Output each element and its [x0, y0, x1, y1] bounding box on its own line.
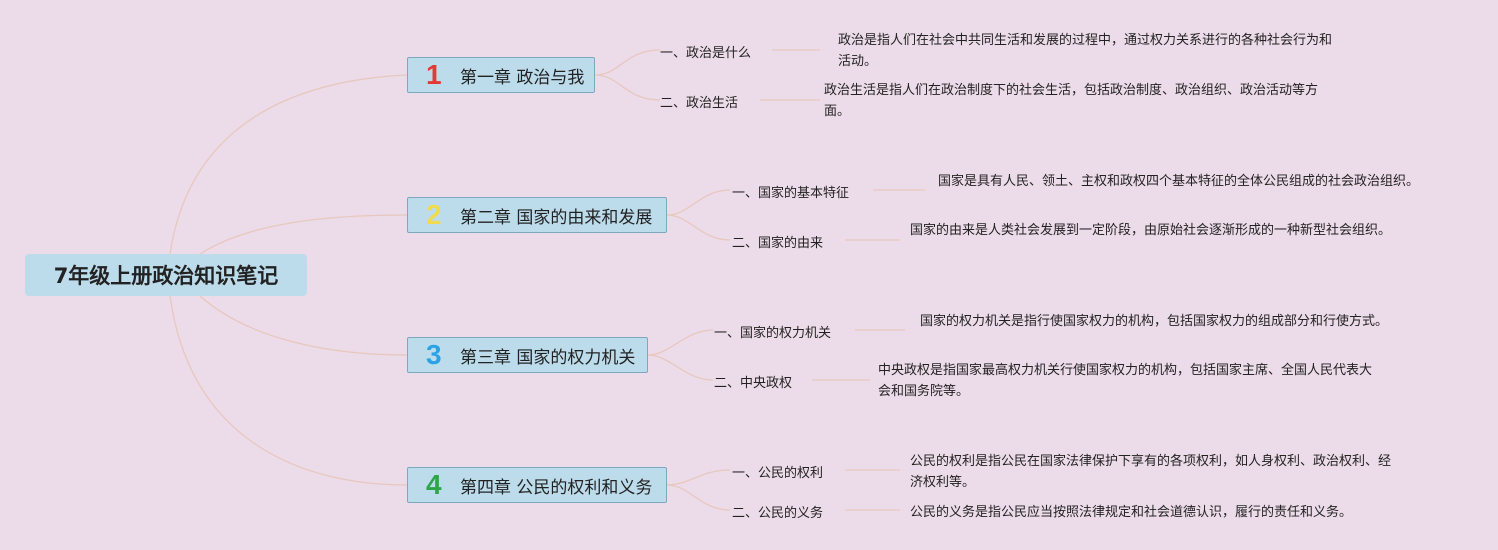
ch3-topic-2-desc: 中央政权是指国家最高权力机关行使国家权力的机构，包括国家主席、全国人民代表大会和…: [878, 363, 1373, 399]
ch3-topic-1[interactable]: 一、国家的权力机关: [714, 326, 832, 341]
chapter-1-node[interactable]: 1 第一章 政治与我: [407, 57, 595, 93]
ch1-topic-1-desc: 政治是指人们在社会中共同生活和发展的过程中，通过权力关系进行的各种社会行为和活动…: [838, 33, 1333, 69]
chapter-2-label: 第二章 国家的由来和发展: [460, 207, 653, 228]
ch1-topic-2-desc: 政治生活是指人们在政治制度下的社会生活，包括政治制度、政治组织、政治活动等方面。: [824, 83, 1319, 119]
ch4-topic-1[interactable]: 一、公民的权利: [732, 466, 824, 481]
chapter-2-number: 2: [426, 199, 442, 230]
chapter-1-label: 第一章 政治与我: [460, 67, 585, 88]
ch2-topic-1-desc: 国家是具有人民、领土、主权和政权四个基本特征的全体公民组成的社会政治组织。: [938, 174, 1420, 189]
ch3-topic-1-desc: 国家的权力机关是指行使国家权力的机构，包括国家权力的组成部分和行使方式。: [920, 314, 1389, 329]
ch1-topic-2[interactable]: 二、政治生活: [660, 96, 739, 111]
chapter-3-node[interactable]: 3 第三章 国家的权力机关: [407, 337, 648, 373]
ch4-topic-2-desc: 公民的义务是指公民应当按照法律规定和社会道德认识，履行的责任和义务。: [910, 505, 1353, 520]
ch4-topic-2[interactable]: 二、公民的义务: [732, 506, 824, 521]
chapter-3-number: 3: [426, 339, 442, 370]
root-topic[interactable]: 7年级上册政治知识笔记: [25, 254, 307, 296]
ch2-topic-2[interactable]: 二、国家的由来: [732, 236, 824, 251]
chapter-2-node[interactable]: 2 第二章 国家的由来和发展: [407, 197, 667, 233]
ch2-topic-1[interactable]: 一、国家的基本特征: [732, 186, 850, 201]
chapter-3-label: 第三章 国家的权力机关: [460, 347, 636, 368]
chapter-4-node[interactable]: 4 第四章 公民的权利和义务: [407, 467, 667, 503]
ch4-topic-1-desc: 公民的权利是指公民在国家法律保护下享有的各项权利，如人身权利、政治权利、经济权利…: [910, 454, 1392, 490]
ch1-topic-1[interactable]: 一、政治是什么: [660, 46, 752, 61]
chapter-4-number: 4: [426, 469, 442, 500]
chapter-1-number: 1: [426, 59, 442, 90]
ch3-topic-2[interactable]: 二、中央政权: [714, 376, 793, 391]
ch2-topic-2-desc: 国家的由来是人类社会发展到一定阶段，由原始社会逐渐形成的一种新型社会组织。: [910, 223, 1392, 238]
chapter-4-label: 第四章 公民的权利和义务: [460, 477, 653, 498]
